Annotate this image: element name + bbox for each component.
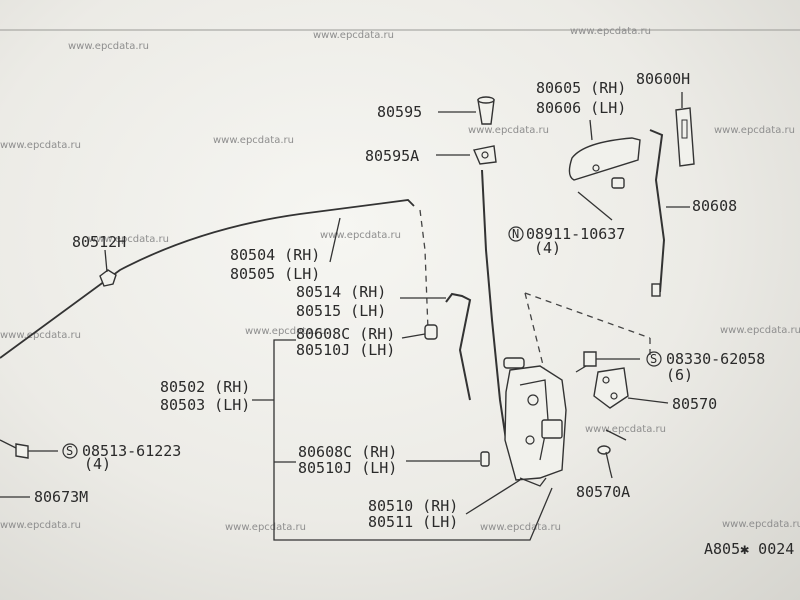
label-08911: 08911-10637 bbox=[526, 225, 625, 243]
label-80595: 80595 bbox=[377, 103, 422, 121]
nut-symbol bbox=[508, 226, 524, 242]
bolt-80570a bbox=[597, 429, 627, 479]
label-80512h: 80512H bbox=[72, 233, 126, 251]
watermark-text: www.epcdata.ru bbox=[480, 522, 561, 533]
rod-80514 bbox=[445, 292, 472, 401]
rod-80608 bbox=[649, 129, 666, 293]
watermark-text: www.epcdata.ru bbox=[585, 424, 666, 435]
screw-symbol bbox=[646, 351, 662, 367]
screw-symbol-letter: S bbox=[650, 352, 657, 366]
bracket-80600h bbox=[675, 92, 695, 167]
label-80608c-lower: 80608C (RH) bbox=[298, 443, 397, 461]
watermark-text: www.epcdata.ru bbox=[0, 140, 81, 151]
label-80503: 80503 (LH) bbox=[160, 396, 250, 414]
label-08513-qty: (4) bbox=[84, 455, 111, 473]
label-80504: 80504 (RH) bbox=[230, 246, 320, 264]
watermark-text: www.epcdata.ru bbox=[225, 522, 306, 533]
label-80606: 80606 (LH) bbox=[536, 99, 626, 117]
watermark-text: www.epcdata.ru bbox=[0, 520, 81, 531]
label-80608: 80608 bbox=[692, 197, 737, 215]
label-80570a: 80570A bbox=[576, 483, 630, 501]
label-80511: 80511 (LH) bbox=[368, 513, 458, 531]
label-80502: 80502 (RH) bbox=[160, 378, 250, 396]
clip-80608c-lower bbox=[480, 451, 490, 467]
bolt-08513 bbox=[0, 439, 58, 459]
label-80505: 80505 (LH) bbox=[230, 265, 320, 283]
watermark-text: www.epcdata.ru bbox=[570, 26, 651, 37]
watermark-text: www.epcdata.ru bbox=[722, 519, 800, 530]
door-handle-80605 bbox=[568, 119, 641, 189]
watermark-text: www.epcdata.ru bbox=[245, 326, 326, 337]
label-80595a: 80595A bbox=[365, 147, 419, 165]
label-80673m: 80673M bbox=[34, 488, 88, 506]
watermark-text: www.epcdata.ru bbox=[0, 330, 81, 341]
leader-08911 bbox=[577, 191, 613, 221]
door-lock-80502 bbox=[503, 357, 567, 487]
leader-80504 bbox=[329, 217, 341, 263]
lock-knob-80595 bbox=[438, 96, 495, 125]
rod-clip bbox=[651, 283, 661, 297]
watermark-text: www.epcdata.ru bbox=[213, 135, 294, 146]
clip-80512h bbox=[99, 249, 117, 287]
dashed-guide bbox=[524, 292, 651, 374]
watermark-text: www.epcdata.ru bbox=[88, 234, 169, 245]
leader-80510 bbox=[465, 479, 521, 515]
watermark-text: www.epcdata.ru bbox=[320, 230, 401, 241]
leader-80608c-upper bbox=[401, 333, 426, 339]
label-08330: 08330-62058 bbox=[666, 350, 765, 368]
watermark-text: www.epcdata.ru bbox=[313, 30, 394, 41]
lock-rod bbox=[481, 169, 507, 441]
label-80605: 80605 (RH) bbox=[536, 79, 626, 97]
cable-80504 bbox=[0, 199, 415, 359]
label-80515: 80515 (LH) bbox=[296, 302, 386, 320]
watermarks: www.epcdata.ru www.epcdata.ru www.epcdat… bbox=[0, 26, 800, 533]
clip-80608c-upper bbox=[424, 324, 438, 340]
watermark-text: www.epcdata.ru bbox=[68, 41, 149, 52]
screw-08330 bbox=[575, 351, 640, 373]
group-bracket bbox=[273, 339, 553, 541]
label-80608c-upper: 80608C (RH) bbox=[296, 325, 395, 343]
diagram-reference: A805✱ 0024 bbox=[704, 540, 794, 558]
label-08911-qty: (4) bbox=[534, 239, 561, 257]
label-80600h: 80600H bbox=[636, 70, 690, 88]
label-80570: 80570 bbox=[672, 395, 717, 413]
bezel-80595a bbox=[436, 145, 497, 165]
label-08330-qty: (6) bbox=[666, 366, 693, 384]
watermark-text: www.epcdata.ru bbox=[468, 125, 549, 136]
watermark-text: www.epcdata.ru bbox=[714, 125, 795, 136]
cable-dashed-link bbox=[419, 209, 429, 331]
label-80510j-upper: 80510J (LH) bbox=[296, 341, 395, 359]
label-80514: 80514 (RH) bbox=[296, 283, 386, 301]
striker-80570 bbox=[593, 367, 669, 409]
bolt-symbol bbox=[62, 443, 78, 459]
label-80510: 80510 (RH) bbox=[368, 497, 458, 515]
nut-symbol-letter: N bbox=[512, 227, 519, 241]
label-08513: 08513-61223 bbox=[82, 442, 181, 460]
bolt-symbol-letter: S bbox=[66, 444, 73, 458]
watermark-text: www.epcdata.ru bbox=[720, 325, 800, 336]
label-80510j-lower: 80510J (LH) bbox=[298, 459, 397, 477]
